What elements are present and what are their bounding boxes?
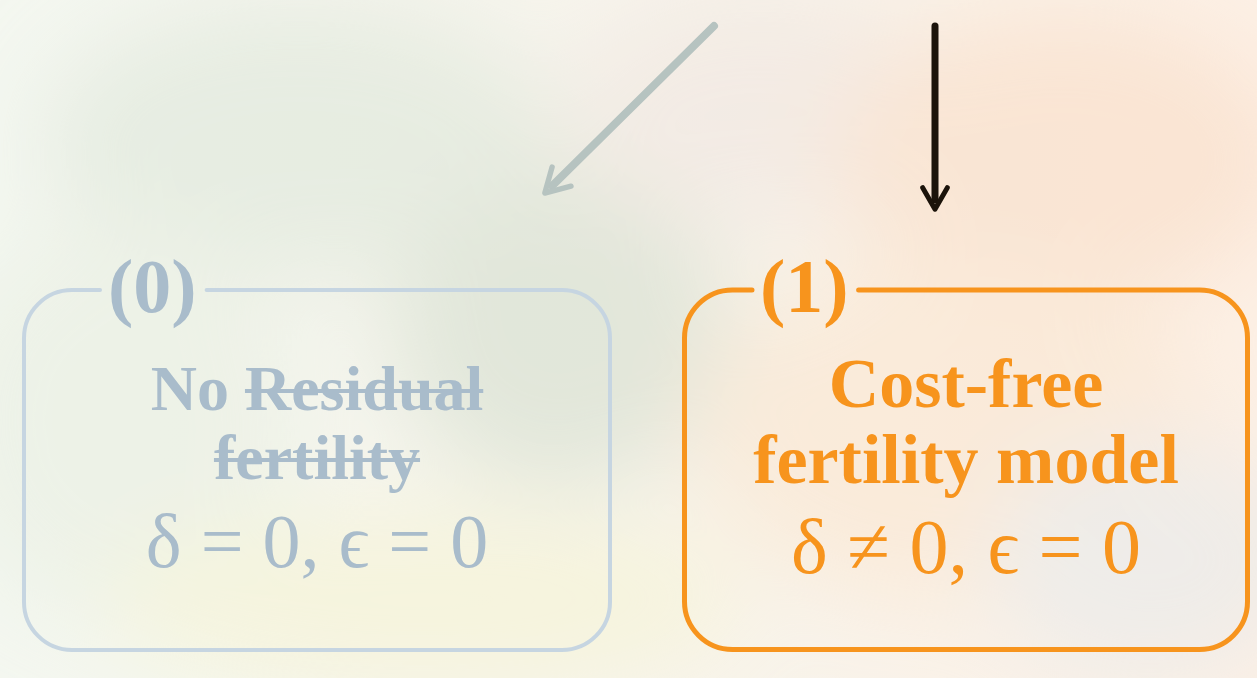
faded-model-box: No Residual fertilityδ = 0, ϵ = 0(0): [22, 222, 612, 652]
box-text: No: [151, 353, 229, 424]
black-arrow: [932, 26, 939, 200]
rounded-border: [685, 290, 1248, 650]
space: [229, 353, 245, 424]
box-body: No Residual fertilityδ = 0, ϵ = 0: [22, 290, 612, 652]
rounded-border: [24, 290, 610, 650]
parameter-equation: δ ≠ 0, ϵ = 0: [791, 505, 1141, 589]
box-title: Cost-free fertility model: [708, 346, 1224, 497]
box-number: (1): [760, 248, 849, 324]
box-title: No Residual fertility: [48, 354, 586, 492]
struck-text: Residual fertility: [214, 353, 483, 493]
box-body: Cost-free fertility modelδ ≠ 0, ϵ = 0: [682, 290, 1250, 652]
grey-arrow: [552, 26, 714, 186]
parameter-equation: δ = 0, ϵ = 0: [146, 500, 488, 582]
highlighted-model-box: Cost-free fertility modelδ ≠ 0, ϵ = 0(1): [682, 222, 1250, 652]
box-number: (0): [108, 248, 197, 324]
